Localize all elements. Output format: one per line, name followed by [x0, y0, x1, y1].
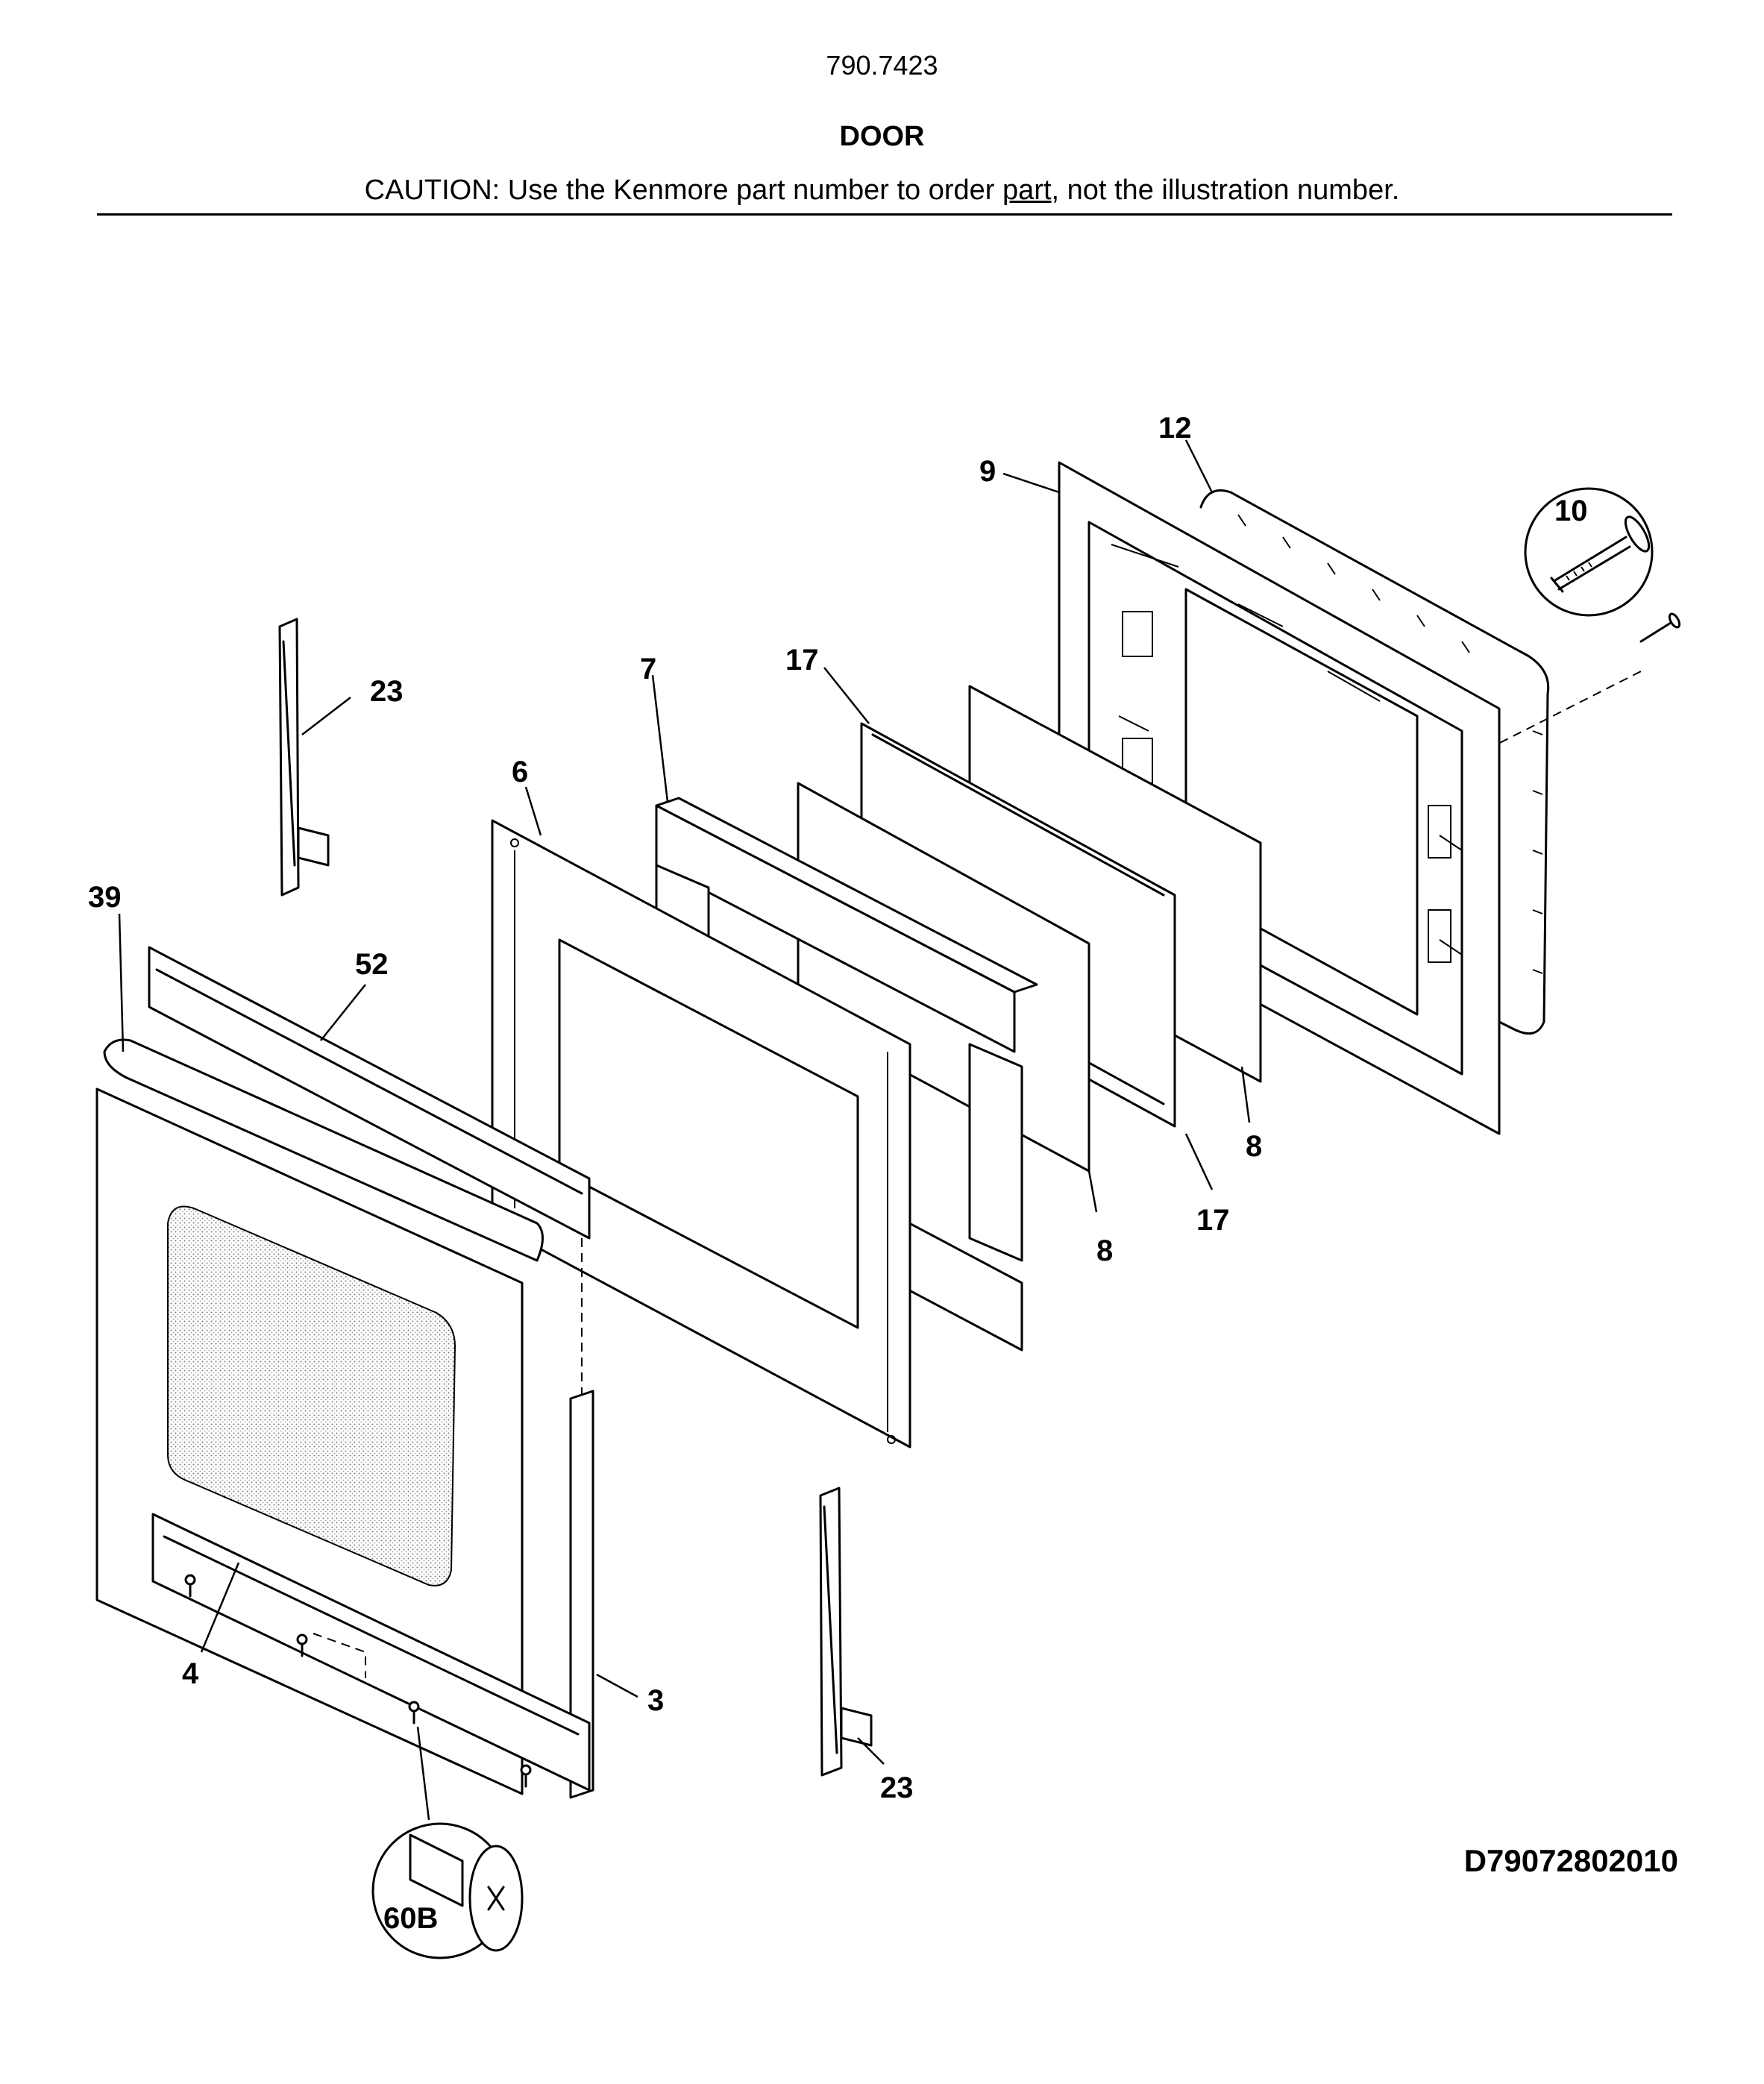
- callout-52: 52: [355, 948, 389, 981]
- callout-8-right: 8: [1246, 1130, 1262, 1163]
- drawing-number: D79072802010: [1463, 1843, 1678, 1878]
- part-3-outer-door-panel: [95, 1087, 524, 1795]
- model-number: 790.7423: [826, 50, 938, 81]
- part-52-handle-trim: [148, 946, 591, 1240]
- part-23-hinge-lower: [819, 1487, 873, 1777]
- callout-60b: 60B: [383, 1902, 438, 1935]
- small-screws: [184, 1574, 532, 1788]
- caution-text-start: CAUTION: Use the Kenmore part number to …: [364, 175, 1003, 206]
- part-23-hinge-upper: [278, 618, 330, 897]
- connector-dashed-line-2: [313, 1633, 366, 1678]
- part-60b-screw-detail: [371, 1822, 524, 1959]
- part-4-bottom-trim: [151, 1513, 591, 1792]
- callout-6: 6: [512, 756, 528, 788]
- part-12-gasket: [1199, 489, 1550, 1035]
- caution-text-underlined: part: [1002, 175, 1052, 206]
- header-rule: [97, 213, 1672, 216]
- part-9-rear-frame: [1058, 461, 1501, 1135]
- callout-17-upper: 17: [785, 644, 819, 677]
- callout-leaders: [118, 439, 1251, 1821]
- caution-text-end: , not the illustration number.: [1051, 175, 1400, 206]
- section-title: DOOR: [839, 121, 925, 152]
- part-39-handle: [103, 1038, 544, 1262]
- callout-10: 10: [1554, 495, 1588, 527]
- part-3-side-trim: [569, 1390, 594, 1799]
- callout-23-lower: 23: [880, 1771, 914, 1804]
- callout-4: 4: [182, 1657, 199, 1690]
- part-10-screw-detail: [1524, 487, 1681, 643]
- caution-note: CAUTION: Use the Kenmore part number to …: [0, 173, 1764, 207]
- callout-7: 7: [640, 653, 656, 685]
- callout-8-left: 8: [1096, 1234, 1113, 1267]
- callout-17-lower: 17: [1196, 1204, 1230, 1237]
- callout-9: 9: [979, 455, 996, 488]
- callout-3: 3: [647, 1684, 664, 1717]
- callout-23-upper: 23: [370, 675, 404, 708]
- callout-12: 12: [1158, 412, 1192, 445]
- callout-39: 39: [88, 881, 122, 914]
- part-6-inner-liner: [491, 819, 911, 1449]
